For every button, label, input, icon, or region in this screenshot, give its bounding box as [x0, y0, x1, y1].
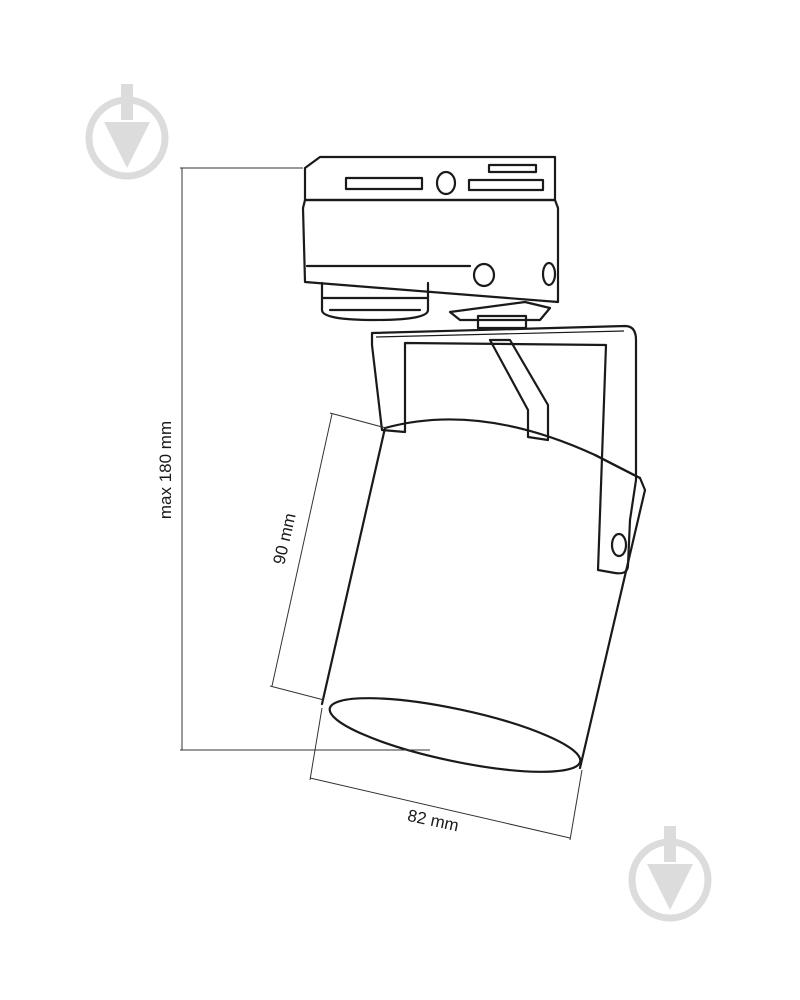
- height-label: max 180 mm: [156, 421, 175, 519]
- pin-drop-icon: [85, 84, 169, 180]
- length-dimension: 90 mm: [270, 412, 387, 701]
- length-label: 90 mm: [270, 511, 300, 566]
- adapter-cap: [320, 281, 430, 322]
- track-adapter: [301, 155, 560, 304]
- connecting-arm: [488, 338, 550, 442]
- mounting-bracket: [370, 324, 638, 575]
- pin-drop-icon: [628, 826, 712, 922]
- swivel-joint: [448, 300, 552, 330]
- spotlight-cylinder: [320, 418, 647, 773]
- height-dimension: max 180 mm: [156, 167, 430, 751]
